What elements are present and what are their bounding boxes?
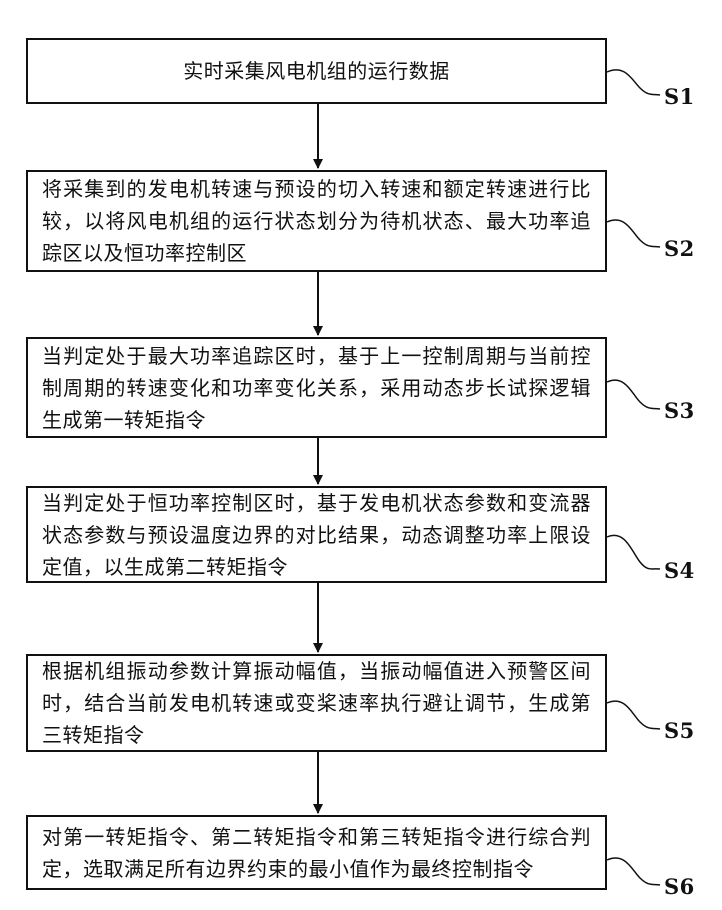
leader-s5 — [607, 701, 660, 729]
leader-s1 — [607, 70, 660, 95]
leader-s3 — [607, 380, 660, 409]
leader-s2 — [607, 220, 660, 247]
leader-s6 — [607, 858, 660, 885]
step-label-s2: S2 — [664, 236, 695, 261]
step-text-s2: 将采集到的发电机转速与预设的切入转速和额定转速进行比较，以将风电机组的运行状态划… — [28, 173, 605, 269]
step-label-s5: S5 — [664, 718, 695, 743]
step-box-s1: 实时采集风电机组的运行数据 — [26, 38, 607, 104]
step-box-s6: 对第一转矩指令、第二转矩指令和第三转矩指令进行综合判定，选取满足所有边界约束的最… — [26, 815, 607, 890]
step-label-s1: S1 — [664, 84, 695, 109]
step-text-s5: 根据机组振动参数计算振动幅值，当振动幅值进入预警区间时，结合当前发电机转速或变桨… — [28, 655, 605, 751]
step-box-s2: 将采集到的发电机转速与预设的切入转速和额定转速进行比较，以将风电机组的运行状态划… — [26, 170, 607, 272]
step-label-s6: S6 — [664, 874, 695, 899]
step-text-s3: 当判定处于最大功率追踪区时，基于上一控制周期与当前控制周期的转速变化和功率变化关… — [28, 340, 605, 436]
step-box-s3: 当判定处于最大功率追踪区时，基于上一控制周期与当前控制周期的转速变化和功率变化关… — [26, 337, 607, 438]
step-text-s1: 实时采集风电机组的运行数据 — [28, 55, 605, 87]
step-label-s3: S3 — [664, 398, 695, 423]
step-text-s4: 当判定处于恒功率控制区时，基于发电机状态参数和变流器状态参数与预设温度边界的对比… — [28, 487, 605, 583]
step-box-s5: 根据机组振动参数计算振动幅值，当振动幅值进入预警区间时，结合当前发电机转速或变桨… — [26, 654, 607, 752]
step-label-s4: S4 — [664, 558, 695, 583]
leader-s4 — [607, 535, 660, 569]
step-text-s6: 对第一转矩指令、第二转矩指令和第三转矩指令进行综合判定，选取满足所有边界约束的最… — [28, 821, 605, 885]
step-box-s4: 当判定处于恒功率控制区时，基于发电机状态参数和变流器状态参数与预设温度边界的对比… — [26, 486, 607, 583]
